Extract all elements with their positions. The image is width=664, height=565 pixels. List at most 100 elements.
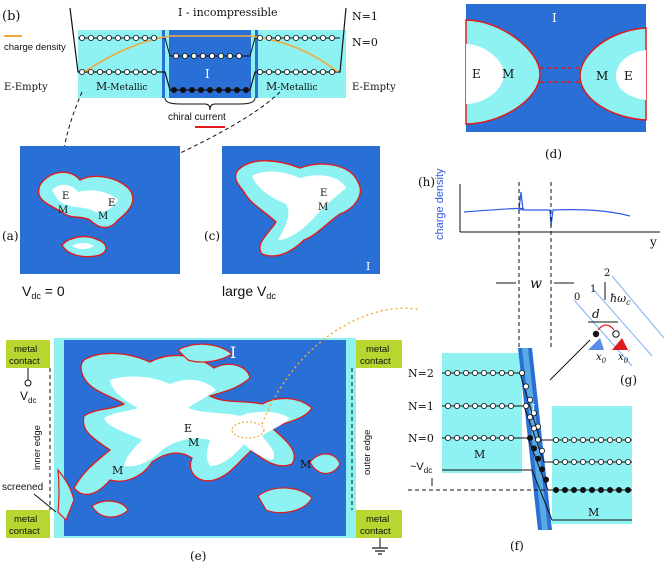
electron-marker <box>172 53 179 60</box>
panel-g-tick-1: 1 <box>590 284 596 295</box>
electron-marker <box>471 402 478 409</box>
electron-marker <box>498 434 505 441</box>
panel-h-density-curve <box>463 191 631 227</box>
electron-marker <box>444 369 451 376</box>
electron-marker <box>453 434 460 441</box>
electron-marker <box>106 35 113 42</box>
electron-marker <box>179 87 186 94</box>
electron-marker <box>274 35 281 42</box>
panel-g-line-2 <box>611 275 664 339</box>
panel-b-link-right <box>111 91 281 189</box>
panel-f-right-m: M <box>588 506 599 519</box>
panel-e-vdc: Vdc <box>20 389 36 405</box>
panel-e-outer-edge-label: outer edge <box>362 430 373 475</box>
electron-marker <box>480 369 487 376</box>
panel-e-label: (e) <box>190 549 206 563</box>
electron-marker <box>523 383 530 390</box>
electron-marker <box>471 369 478 376</box>
panel-g-omega: ħωc <box>610 292 631 307</box>
electron-marker <box>571 458 578 465</box>
contact-tr-line2: contact <box>360 356 391 367</box>
panel-c-m-label: M <box>318 202 328 213</box>
electron-marker <box>589 486 596 493</box>
electron-marker <box>462 369 469 376</box>
panel-g: 0 1 2 ħωc d x0 x0′ (g) <box>573 268 664 387</box>
electron-marker <box>453 402 460 409</box>
panel-b-density-curve <box>83 35 339 73</box>
panel-f-label: (f) <box>510 539 524 553</box>
electron-marker <box>489 369 496 376</box>
electron-marker <box>489 402 496 409</box>
panel-g-line-1 <box>593 289 653 357</box>
metal-contact-top-right <box>356 340 402 368</box>
electron-marker <box>215 87 222 94</box>
electron-marker <box>206 87 213 94</box>
panel-a-m-label-1: M <box>58 205 68 216</box>
electron-marker <box>616 436 623 443</box>
panel-b-bottom-label: chiral current <box>168 112 226 123</box>
panel-f-width-label: w <box>530 276 542 292</box>
panel-g-wavefn-right <box>612 338 628 350</box>
panel-h-ylabel: charge density <box>434 168 446 240</box>
electron-marker <box>124 69 131 76</box>
contact-br-line1: metal <box>366 514 389 525</box>
electron-marker <box>580 458 587 465</box>
electron-marker <box>181 53 188 60</box>
electron-marker <box>170 87 177 94</box>
electron-marker <box>527 414 534 421</box>
electron-marker <box>507 402 514 409</box>
metal-contact-top-left <box>6 340 50 368</box>
electron-marker <box>208 53 215 60</box>
panel-b-inner-region <box>169 30 251 98</box>
electron-marker <box>233 87 240 94</box>
panel-g-wavefn-left <box>588 338 604 350</box>
panel-f-level-label-n2: N=2 <box>408 367 434 380</box>
panel-c-e-label: E <box>320 188 327 199</box>
panel-g-tick-2: 2 <box>604 268 610 279</box>
electron-marker <box>319 35 326 42</box>
electron-marker <box>444 402 451 409</box>
panel-d-left-core <box>466 44 504 104</box>
electron-marker <box>115 35 122 42</box>
electron-marker <box>480 434 487 441</box>
panel-a: E E M M (a) Vdc = 0 <box>2 146 180 301</box>
electron-marker <box>453 369 460 376</box>
panel-e-m-label-3: M <box>300 458 311 471</box>
electron-marker <box>292 69 299 76</box>
electron-marker <box>310 69 317 76</box>
electron-marker <box>562 436 569 443</box>
panel-d-right-core <box>616 50 646 100</box>
electron-marker <box>265 35 272 42</box>
electron-marker <box>498 402 505 409</box>
contact-bl-line1: metal <box>14 514 37 525</box>
electron-marker <box>607 486 614 493</box>
electron-marker <box>462 402 469 409</box>
electron-marker <box>553 436 560 443</box>
panel-f-left-m: M <box>474 448 485 461</box>
panel-c-island-core <box>252 171 346 240</box>
electron-marker <box>328 69 335 76</box>
electron-marker <box>589 458 596 465</box>
contact-tl-line2: contact <box>9 356 40 367</box>
panel-e-island-bottom <box>257 487 313 514</box>
electron-marker <box>553 486 560 493</box>
panel-h-xlabel: y <box>649 235 657 249</box>
electron-marker <box>141 69 148 76</box>
metal-contact-bottom-right <box>356 510 402 538</box>
panel-f-electrons <box>444 369 632 493</box>
electron-marker <box>224 87 231 94</box>
electron-marker <box>523 402 530 409</box>
electron-marker <box>256 35 263 42</box>
panel-a-e-label-2: E <box>108 198 115 209</box>
panel-e-e-label: E <box>184 422 192 435</box>
electron-marker <box>507 369 514 376</box>
electron-marker <box>132 69 139 76</box>
panel-f-i-label: I <box>531 402 535 415</box>
contact-tl-line1: metal <box>14 344 37 355</box>
electron-marker <box>553 458 560 465</box>
electron-marker <box>607 436 614 443</box>
electron-marker <box>444 434 451 441</box>
electron-marker <box>150 35 157 42</box>
panel-b-label: (b) <box>2 9 20 24</box>
panel-b-left-m: M-Metallic <box>96 80 148 93</box>
